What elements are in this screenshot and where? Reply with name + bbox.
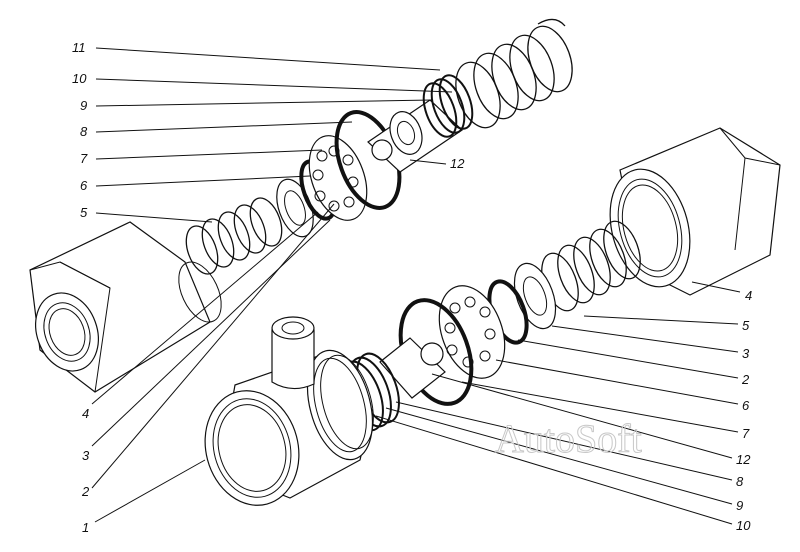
lower-valve-disc-6 (438, 285, 506, 379)
lower-spacer-3 (513, 262, 557, 330)
upper-ring-10 (438, 74, 474, 130)
lower-housing (609, 127, 781, 296)
label-7-upper: 7 (80, 151, 88, 166)
lower-main-body-1 (204, 316, 374, 506)
label-10-upper: 10 (72, 71, 87, 86)
label-6-upper: 6 (80, 178, 88, 193)
label-9-lower: 9 (736, 498, 743, 513)
label-1: 1 (82, 520, 89, 535)
lower-labels: 4 5 3 2 6 7 12 8 9 10 (736, 288, 752, 533)
label-12-upper: 12 (450, 156, 465, 171)
upper-spring-11 (455, 18, 573, 129)
label-7-lower: 7 (742, 426, 750, 441)
upper-valve-disc-6 (308, 135, 368, 221)
leader-lines (91, 47, 741, 525)
upper-housing (29, 221, 222, 393)
upper-labels: 11 10 9 8 7 6 5 12 4 3 2 1 (72, 40, 465, 535)
watermark: AutoSoft (495, 416, 642, 461)
label-3-upper: 3 (82, 448, 90, 463)
label-9-upper: 9 (80, 98, 87, 113)
label-6-lower: 6 (742, 398, 750, 413)
label-12-lower: 12 (736, 452, 751, 467)
label-11-upper: 11 (72, 40, 86, 55)
lower-stem-8 (379, 337, 446, 399)
label-5-lower: 5 (742, 318, 750, 333)
label-2-lower: 2 (741, 372, 750, 387)
upper-spring-5 (185, 197, 283, 275)
label-4-upper: 4 (82, 406, 89, 421)
label-5-upper: 5 (80, 205, 88, 220)
label-3-lower: 3 (742, 346, 750, 361)
label-8-upper: 8 (80, 124, 88, 139)
label-10-lower: 10 (736, 518, 751, 533)
label-4-lower: 4 (745, 288, 752, 303)
upper-ring-9 (422, 78, 466, 138)
label-8-lower: 8 (736, 474, 744, 489)
label-2-upper: 2 (81, 484, 90, 499)
